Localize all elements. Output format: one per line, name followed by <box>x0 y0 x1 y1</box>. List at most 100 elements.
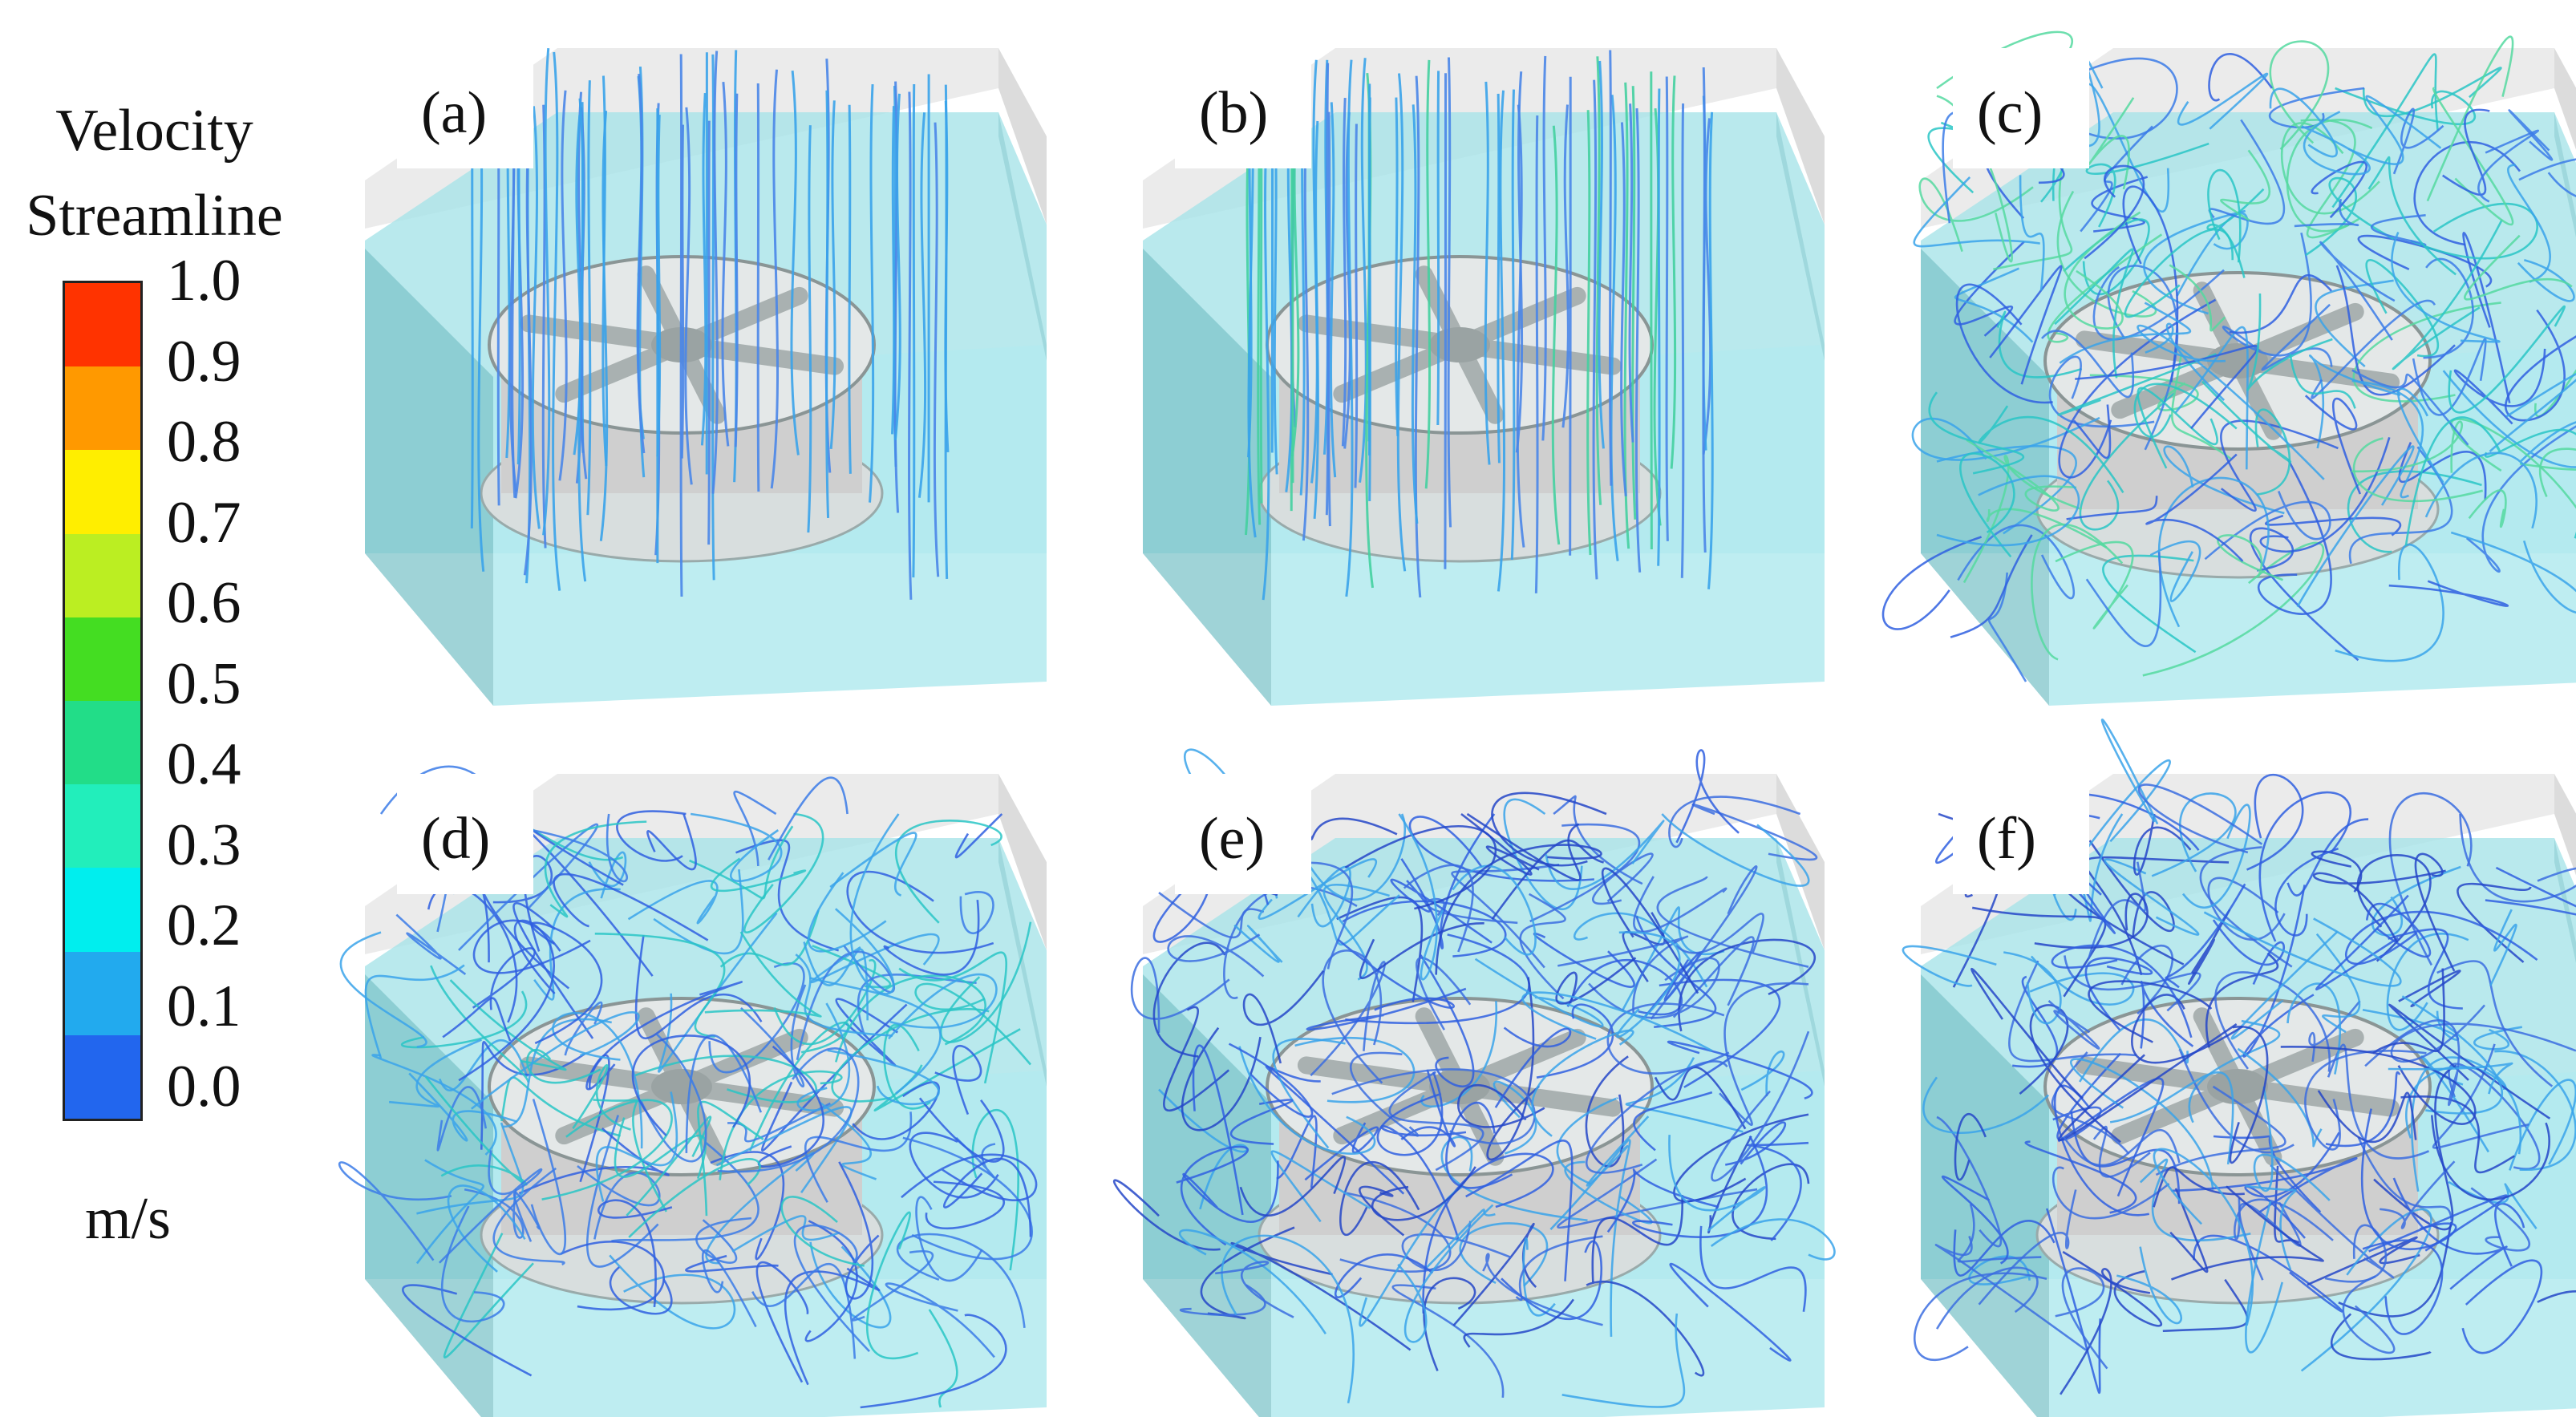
streamline <box>933 122 940 577</box>
streamline <box>1986 508 2108 549</box>
streamline <box>2351 420 2463 473</box>
streamline <box>2265 514 2402 536</box>
streamline <box>2453 348 2546 425</box>
streamline <box>1635 916 1717 1029</box>
streamline <box>1444 73 1448 569</box>
streamline <box>719 909 820 968</box>
streamline <box>2300 119 2356 239</box>
streamline <box>637 73 646 454</box>
streamline <box>756 83 760 492</box>
streamline <box>1447 57 1452 528</box>
streamline <box>1592 79 1598 580</box>
glass-side-wall <box>998 774 1047 950</box>
streamline <box>1936 1266 2039 1330</box>
colorbar-tick-label: 0.6 <box>167 570 241 636</box>
streamline <box>572 1064 631 1131</box>
streamline <box>2362 1239 2444 1335</box>
colorbar-tick-label: 0.7 <box>167 489 241 556</box>
streamline <box>690 812 783 882</box>
streamline <box>449 979 567 1071</box>
streamline <box>2508 109 2554 161</box>
streamline <box>2518 158 2576 197</box>
streamline <box>2413 140 2521 246</box>
streamline <box>1152 868 1210 943</box>
streamline <box>577 98 587 582</box>
streamline <box>1465 1140 1574 1281</box>
streamline <box>1376 1071 1444 1156</box>
streamline <box>1569 76 1572 556</box>
streamline <box>2246 293 2333 391</box>
streamline <box>512 901 594 1039</box>
streamline <box>1491 791 1607 867</box>
streamline <box>1359 1185 1405 1237</box>
streamline <box>1371 1166 1476 1221</box>
streamline <box>1725 1121 1786 1166</box>
streamline <box>2296 445 2415 608</box>
streamline <box>586 80 592 516</box>
streamline <box>852 1081 940 1140</box>
streamline <box>829 100 836 450</box>
streamline <box>784 1267 881 1386</box>
streamline <box>885 1282 995 1358</box>
streamline <box>2051 944 2193 1038</box>
streamline <box>807 125 812 533</box>
streamline <box>2169 264 2226 332</box>
streamline <box>1710 1218 1836 1261</box>
streamline <box>541 1099 673 1200</box>
streamline <box>1625 1057 1744 1133</box>
streamline <box>2109 1071 2234 1165</box>
streamline <box>597 1199 673 1308</box>
streamline <box>1258 858 1377 920</box>
streamline <box>2055 1267 2108 1370</box>
streamline <box>2300 1208 2432 1372</box>
streamline <box>2188 909 2231 985</box>
streamline <box>809 977 942 1095</box>
streamline <box>896 1233 1026 1328</box>
streamline <box>1484 81 1491 465</box>
streamline <box>1403 864 1474 953</box>
streamline <box>1343 111 1351 449</box>
streamline <box>2371 865 2461 937</box>
streamline <box>695 1217 752 1264</box>
streamline <box>715 1106 853 1193</box>
streamline <box>1881 536 1983 630</box>
streamline <box>364 964 465 1059</box>
streamline <box>1678 938 1817 1032</box>
velocity-colorbar <box>63 281 143 1121</box>
streamline <box>2207 877 2286 941</box>
streamline <box>2259 437 2391 553</box>
streamline <box>1396 73 1407 572</box>
streamline <box>893 93 901 440</box>
streamline <box>2338 1221 2452 1318</box>
streamline <box>2140 980 2194 1049</box>
streamline <box>804 1220 858 1342</box>
streamline <box>1993 153 2073 271</box>
streamline <box>902 1136 1033 1261</box>
streamline <box>1265 1065 1405 1195</box>
colorbar-tick-label: 0.8 <box>167 409 241 475</box>
streamline <box>768 776 849 860</box>
streamline <box>1631 86 1637 520</box>
streamline <box>1181 1026 1262 1132</box>
streamline <box>2311 160 2368 219</box>
wheel-hub <box>651 1069 712 1104</box>
colorbar-band <box>65 701 140 785</box>
streamline <box>2432 87 2514 226</box>
streamline <box>2238 1201 2302 1281</box>
streamline <box>1290 861 1354 970</box>
streamline <box>1989 265 2063 385</box>
streamline <box>928 1309 958 1408</box>
streamline <box>2085 97 2135 190</box>
streamline <box>1556 1097 1618 1185</box>
streamline <box>1435 844 1602 975</box>
streamline <box>438 1150 543 1264</box>
streamline <box>918 1097 1005 1163</box>
streamline <box>1656 876 1809 968</box>
streamline <box>818 1101 877 1180</box>
colorbar-band <box>65 868 140 953</box>
streamline-panel: (b) <box>1143 48 1825 706</box>
streamline <box>1457 1083 1545 1128</box>
streamline <box>825 90 830 519</box>
streamline <box>593 1099 668 1213</box>
